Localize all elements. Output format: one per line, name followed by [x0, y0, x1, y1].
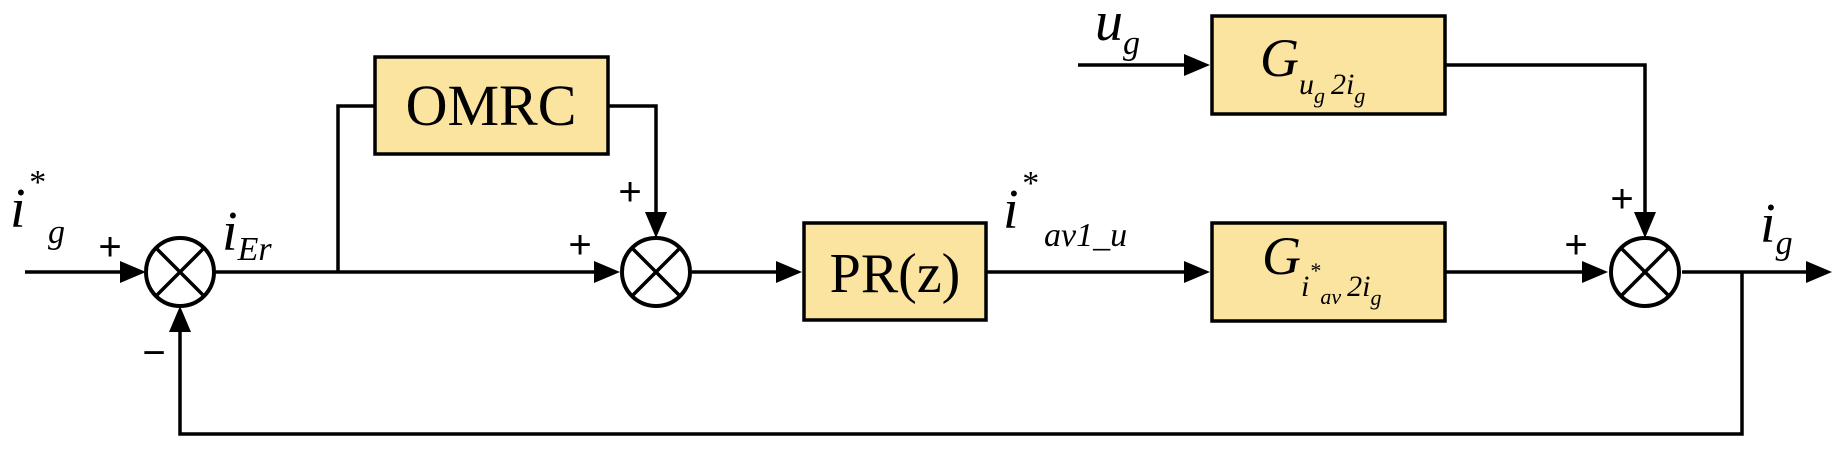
grid-voltage-label: ug [1095, 0, 1140, 62]
sum3-top-arrowhead [1634, 212, 1656, 238]
summing-junction-3 [1609, 236, 1681, 308]
grid-current-output-label: ig [1760, 193, 1793, 262]
error-current-label: iEr [222, 201, 272, 268]
sum2-plus-top-sign: + [618, 170, 641, 214]
sum2-plus-left-sign: + [568, 223, 591, 267]
giav-input-arrowhead [1184, 261, 1210, 283]
avg-current-ref-label: i*av1_u [1003, 165, 1127, 254]
omrc-branch-wire [336, 104, 375, 272]
omrc-block: OMRC [373, 55, 610, 156]
output-arrowhead [1806, 261, 1832, 283]
sum3-plus-left-sign: + [1564, 223, 1587, 267]
pr-label: PR(z) [830, 243, 961, 305]
summing-junction-2 [620, 236, 692, 308]
pr-input-arrowhead [776, 261, 802, 283]
sum3-plus-top-sign: + [1610, 177, 1633, 221]
gug-input-arrowhead [1184, 54, 1210, 76]
pr-block: PR(z) [802, 221, 988, 322]
sum2-top-arrowhead [645, 212, 667, 238]
sum2-left-arrowhead [594, 261, 620, 283]
sum1-minus-sign: − [142, 331, 165, 375]
summing-junction-1 [144, 236, 216, 308]
omrc-output-wire [608, 104, 658, 216]
input-arrowhead [120, 261, 146, 283]
omrc-label: OMRC [406, 73, 577, 138]
sum3-left-arrowhead [1582, 261, 1608, 283]
reference-current-label: i*g [10, 164, 65, 251]
sum1-plus-sign: + [98, 225, 121, 269]
gug-output-wire [1445, 63, 1647, 216]
feedback-wire [178, 272, 1744, 436]
sum1-bottom-arrowhead [169, 306, 191, 332]
